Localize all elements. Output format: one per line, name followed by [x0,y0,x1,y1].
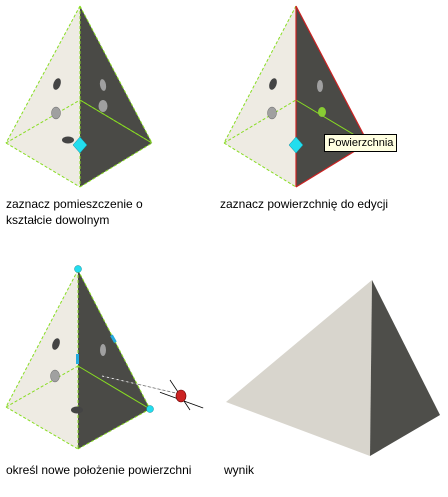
step-1-caption-line-2: kształcie dowolnym [6,213,110,227]
pyramid-left-face [224,6,296,187]
pyramid-selection-edges [5,269,151,450]
pyramid-left-face [6,6,80,187]
pyramid-left-face [6,270,78,449]
cursor-crosshair-icon [159,379,204,411]
step-1-caption-line-1: zaznacz pomieszczenie o [6,197,143,211]
grip-diamond-icon[interactable] [72,136,88,154]
step-2-caption: zaznacz powierzchnię do edycji [220,197,389,211]
face-markers [267,78,326,120]
step-3-panel: określ nowe położenie powierzchni [0,260,224,497]
step-3-caption: określ nowe położenie powierzchni [6,463,192,477]
step-2-panel: Powierzchnia zaznacz powierzchnię do edy… [220,0,448,240]
pyramid-right-face [80,6,152,187]
step-1-panel: zaznacz pomieszczenie o kształcie dowoln… [0,0,224,240]
face-markers [51,78,108,144]
pyramid-drag-surface [5,265,204,450]
pyramid-surface-highlight [223,5,369,188]
grip-points[interactable] [74,265,154,413]
pyramid-selection-edges [223,5,297,188]
step-4-panel: wynik [220,260,448,497]
result-right-face [370,280,440,456]
surface-hover-marker [318,107,326,117]
pyramid-selected-room [5,5,153,188]
result-left-face [226,280,372,456]
pyramid-right-face [78,270,150,449]
surface-tooltip: Powierzchnia [324,134,398,152]
pyramid-right-face-selected [296,6,368,187]
grip-diamond-icon[interactable] [288,136,304,154]
face-markers [50,334,117,414]
step-4-caption: wynik [224,463,255,477]
pyramid-inner-edge [79,99,153,144]
pyramid-inner-edge [77,365,151,410]
pyramid-result [226,280,440,456]
